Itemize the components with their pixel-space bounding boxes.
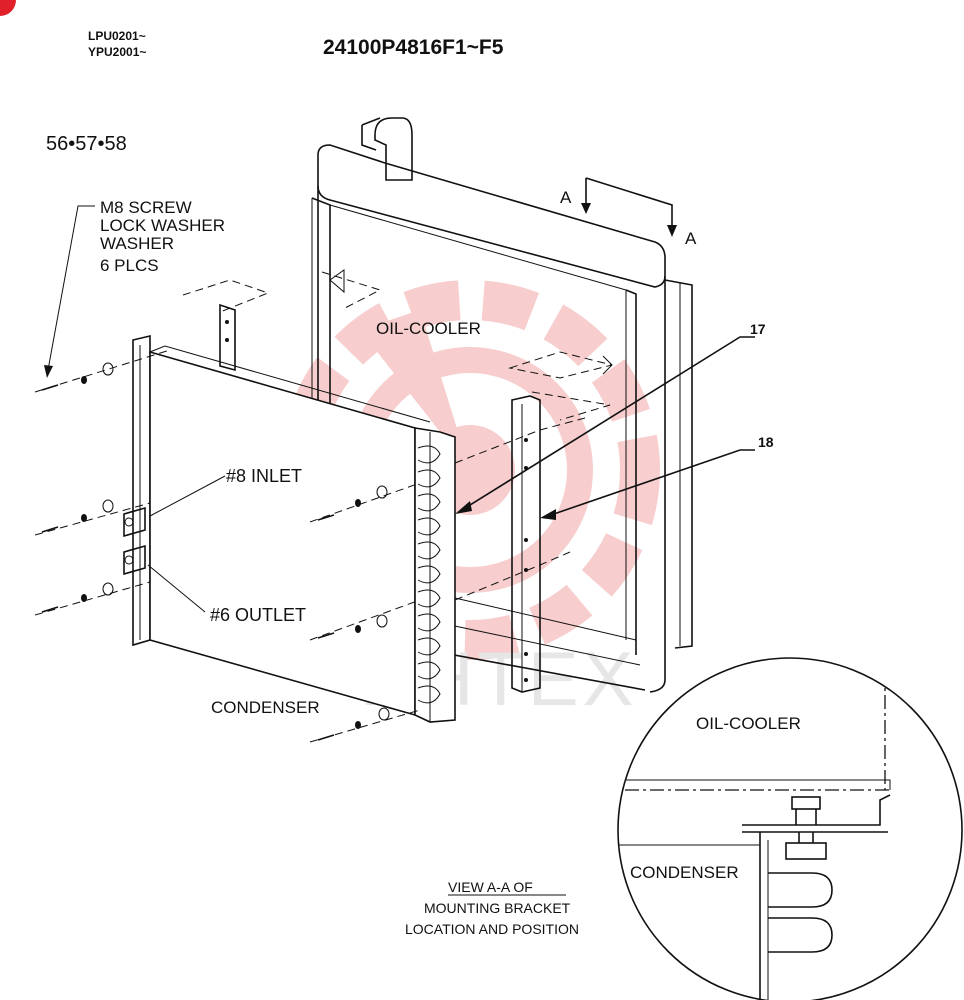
detail-caption: VIEW A-A OF MOUNTING BRACKET LOCATION AN… [405,879,579,937]
section-a-label-left: A [560,188,572,207]
outlet-label: #6 OUTLET [210,605,306,625]
fastener-label-screw: M8 SCREW [100,198,192,217]
ref-17-leader-line [461,336,755,511]
ref-18-arrowhead [540,509,556,520]
part-number-title: 24100P4816F1~F5 [323,36,504,59]
fastener-label-lock-washer: LOCK WASHER [100,216,225,235]
ref-18-label: 18 [758,434,774,450]
inlet-leader-line [149,475,226,517]
outlet-leader-line [147,564,206,613]
model-range-line-2: YPU2001~ [88,45,146,59]
section-a-marker: A A [560,177,697,248]
oil-cooler-label: OIL-COOLER [376,319,481,338]
detail-view-a-a: OIL-COOLER CONDENSER [617,657,963,1000]
caption-line-1: VIEW A-A OF [448,879,533,895]
model-range-line-1: LPU0201~ [88,29,146,43]
ref-18-leader-line [547,449,755,517]
fastener-leader-line [47,205,95,371]
condenser-assembly [123,334,456,723]
corner-mark [0,0,16,16]
caption-line-2: MOUNTING BRACKET [424,900,571,916]
fastener-leader-arrow [44,365,53,378]
section-a-label-right: A [685,229,697,248]
detail-oil-cooler-label: OIL-COOLER [696,714,801,733]
caption-line-3: LOCATION AND POSITION [405,921,579,937]
mounting-bracket-18 [454,395,586,693]
inlet-label: #8 INLET [226,466,302,486]
fastener-set [34,349,421,743]
ref-17-arrowhead [455,501,472,514]
fastener-ref-numbers: 56•57•58 [46,133,127,155]
condenser-label: CONDENSER [211,698,320,717]
fastener-label-quantity: 6 PLCS [100,256,159,275]
fastener-label-washer: WASHER [100,234,174,253]
upper-mounting-bracket [182,279,270,372]
ref-17-label: 17 [750,321,766,337]
detail-condenser-label: CONDENSER [630,863,739,882]
